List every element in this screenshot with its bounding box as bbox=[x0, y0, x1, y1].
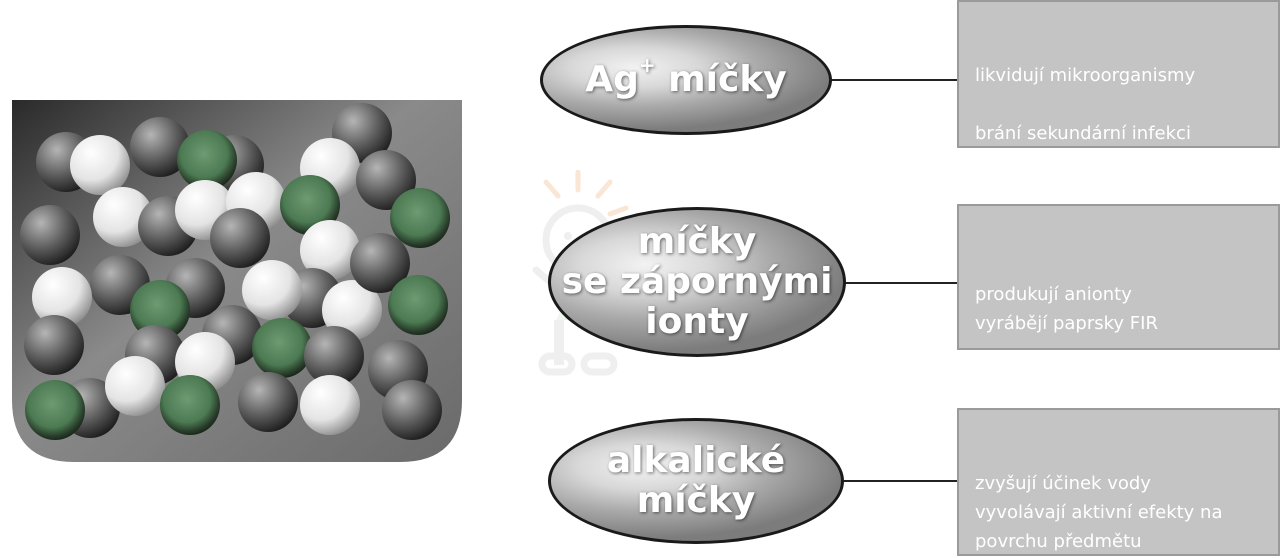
negative-ion-ball bbox=[105, 356, 165, 416]
alkaline-ball bbox=[280, 175, 340, 235]
alkaline-ball bbox=[388, 275, 448, 335]
negative-ion-ball bbox=[242, 260, 302, 320]
ag-ball bbox=[130, 117, 190, 177]
negative-ion-ball bbox=[70, 135, 130, 195]
oval-ag-balls: Ag+ míčky bbox=[540, 25, 832, 135]
description-negative-ion-text: produkují anionty vyrábějí paprsky FIR bbox=[975, 284, 1158, 334]
description-ag-line-2: brání sekundární infekci bbox=[975, 123, 1191, 144]
connector-line-negative-ion bbox=[840, 282, 958, 284]
alkaline-ball bbox=[177, 130, 237, 190]
oval-alkaline-label: alkalické míčky bbox=[606, 439, 786, 521]
alkaline-ball bbox=[25, 380, 85, 440]
alkaline-ball bbox=[390, 188, 450, 248]
alkaline-ball bbox=[160, 375, 220, 435]
description-box-alkaline: zvyšují účinek vody vyvolávají aktivní e… bbox=[957, 408, 1280, 556]
oval-negative-ion-balls: míčky se zápornými ionty bbox=[548, 207, 846, 357]
negative-ion-ball bbox=[32, 267, 92, 327]
description-alkaline-text: zvyšují účinek vody vyvolávají aktivní e… bbox=[975, 473, 1223, 552]
negative-ion-ball bbox=[300, 220, 360, 280]
connector-line-alkaline bbox=[838, 480, 958, 482]
ag-ball bbox=[350, 233, 410, 293]
description-box-negative-ion: produkují anionty vyrábějí paprsky FIR bbox=[957, 204, 1280, 350]
ag-ball bbox=[20, 205, 80, 265]
ag-ball bbox=[382, 380, 442, 440]
description-ag-line-1: likvidují mikroorganismy bbox=[975, 65, 1196, 86]
oval-alkaline-balls: alkalické míčky bbox=[548, 418, 844, 544]
negative-ion-ball bbox=[322, 280, 382, 340]
description-ag-line-3: obsahují přírodní Ag+ ionty bbox=[975, 181, 1216, 202]
ag-ball bbox=[238, 372, 298, 432]
ball-container-illustration bbox=[12, 100, 462, 462]
alkaline-ball bbox=[252, 318, 312, 378]
negative-ion-ball bbox=[93, 187, 153, 247]
ag-ball bbox=[24, 315, 84, 375]
negative-ion-ball bbox=[300, 375, 360, 435]
ag-ball bbox=[210, 208, 270, 268]
ag-ball bbox=[304, 326, 364, 386]
alkaline-ball bbox=[130, 280, 190, 340]
oval-ag-label: Ag+ míčky bbox=[585, 52, 787, 100]
oval-negative-ion-label: míčky se zápornými ionty bbox=[561, 220, 833, 343]
description-box-ag: likvidují mikroorganismy brání sekundárn… bbox=[957, 0, 1280, 202]
connector-line-ag bbox=[822, 79, 958, 81]
